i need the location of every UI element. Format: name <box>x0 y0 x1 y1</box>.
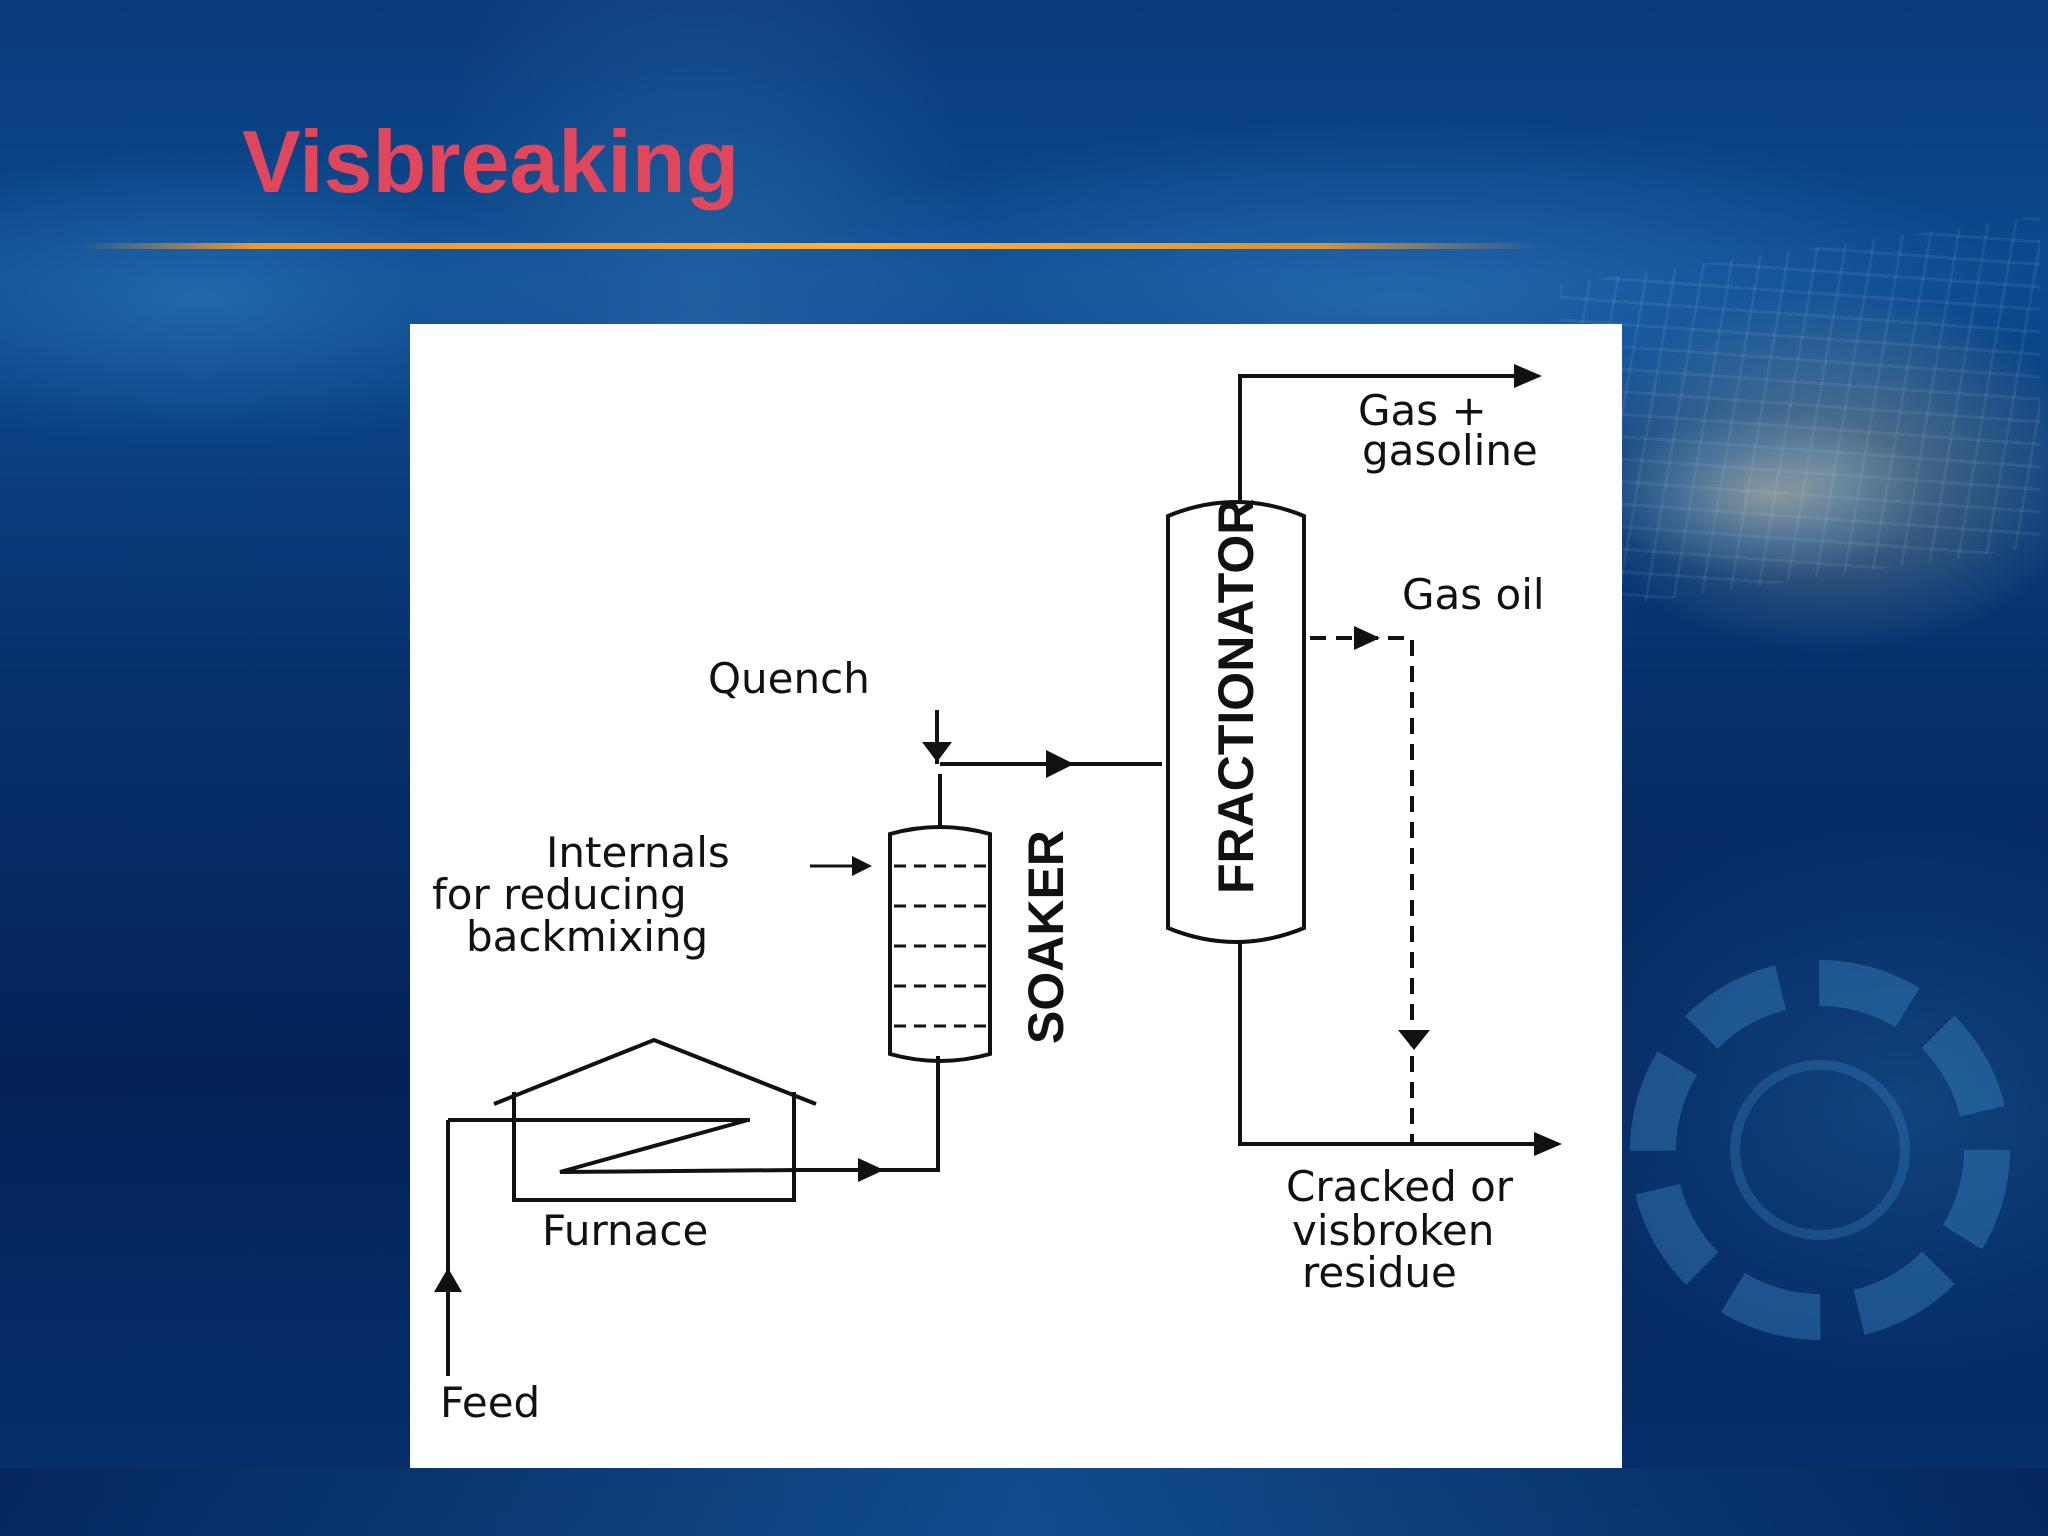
label-soaker: SOAKER <box>1018 830 1074 1044</box>
feed-arrow-icon <box>434 1268 462 1292</box>
furnace-roof <box>493 1037 817 1106</box>
gas-gasoline-arrow-icon <box>1514 364 1542 388</box>
background-bottom-strip <box>0 1468 2048 1536</box>
label-residue-line2: visbroken <box>1292 1206 1495 1255</box>
slide-title: Visbreaking <box>242 112 740 211</box>
overhead-gas-line <box>1238 374 1526 502</box>
label-internals-line3: backmixing <box>466 912 709 961</box>
process-flow-diagram: Gas + gasoline Gas oil Quench Internals … <box>410 324 1622 1468</box>
background-gear-hub-graphic <box>1730 1060 1910 1240</box>
label-internals-line1: Internals <box>546 828 730 877</box>
furnace-body <box>512 1092 796 1202</box>
furnace-outlet-line <box>798 1056 940 1172</box>
label-residue-line1: Cracked or <box>1286 1162 1514 1211</box>
soaker-vessel <box>888 825 992 1063</box>
furnace-coil <box>559 1118 801 1174</box>
gas-oil-line <box>1310 636 1414 1144</box>
background-disc-graphic <box>1600 410 1930 580</box>
bottoms-residue-line <box>1238 942 1546 1146</box>
label-furnace: Furnace <box>542 1206 709 1255</box>
label-gas-gasoline-line1: Gas + <box>1358 386 1487 435</box>
flow-diagram-drawing <box>434 364 1562 1376</box>
label-internals-line2: for reducing <box>432 870 687 919</box>
label-gas-gasoline-line2: gasoline <box>1362 426 1538 475</box>
quench-arrow-icon <box>922 742 952 762</box>
internals-arrow-icon <box>852 856 872 876</box>
label-feed: Feed <box>440 1378 541 1427</box>
fractionator-column <box>1166 500 1306 944</box>
label-fractionator: FRACTIONATOR <box>1208 498 1264 894</box>
label-quench: Quench <box>708 654 870 703</box>
label-gas-oil: Gas oil <box>1402 570 1545 619</box>
title-underline-rule <box>80 243 1540 249</box>
gas-oil-arrow-icon <box>1354 626 1380 650</box>
gas-oil-down-arrow-icon <box>1398 1030 1430 1050</box>
residue-arrow-icon <box>1534 1132 1562 1156</box>
soaker-outlet-arrow-icon <box>1046 750 1074 778</box>
furnace-outlet-arrow-icon <box>858 1158 884 1182</box>
label-residue-line3: residue <box>1302 1248 1457 1297</box>
